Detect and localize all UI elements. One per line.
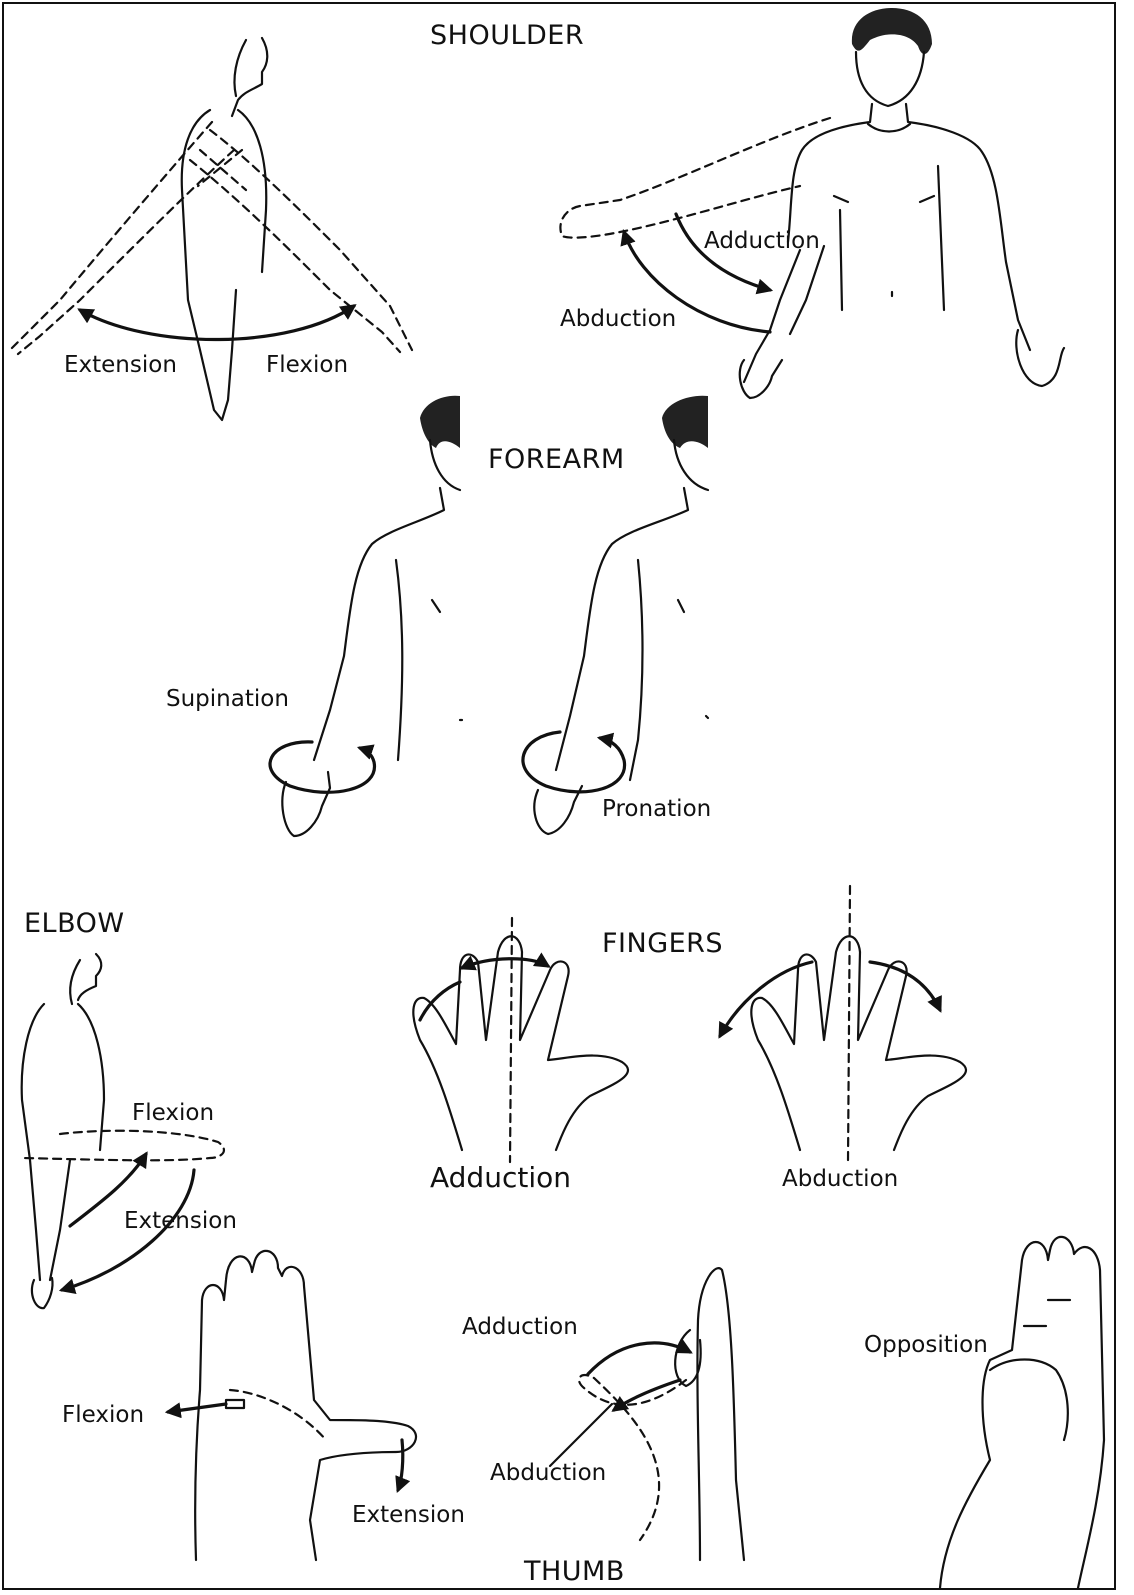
label-forearm-supination: Supination xyxy=(166,688,289,711)
label-thumb-abduction: Abduction xyxy=(490,1462,606,1485)
label-shoulder-extension: Extension xyxy=(64,354,177,377)
label-fingers-abduction: Abduction xyxy=(782,1168,898,1191)
section-title-shoulder: SHOULDER xyxy=(430,22,584,49)
thumb-adduction-hand xyxy=(550,1268,744,1560)
section-title-fingers: FINGERS xyxy=(602,930,723,957)
section-title-elbow: ELBOW xyxy=(24,910,125,937)
label-thumb-extension: Extension xyxy=(352,1504,465,1527)
label-elbow-extension: Extension xyxy=(124,1210,237,1233)
label-forearm-pronation: Pronation xyxy=(602,798,711,821)
fingers-abduction-hand xyxy=(720,886,966,1162)
section-title-thumb: THUMB xyxy=(524,1558,625,1585)
elbow-figure xyxy=(22,954,224,1308)
label-fingers-adduction: Adduction xyxy=(430,1164,571,1192)
label-shoulder-flexion: Flexion xyxy=(266,354,348,377)
shoulder-abduction-figure xyxy=(560,8,1064,398)
fingers-adduction-hand xyxy=(413,918,628,1162)
label-thumb-flexion: Flexion xyxy=(62,1404,144,1427)
label-elbow-flexion: Flexion xyxy=(132,1102,214,1125)
label-thumb-adduction: Adduction xyxy=(462,1316,578,1339)
thumb-opposition-hand xyxy=(940,1237,1104,1588)
forearm-supination-figure xyxy=(270,396,462,836)
label-thumb-opposition: Opposition xyxy=(864,1334,988,1357)
label-shoulder-adduction: Adduction xyxy=(704,230,820,253)
section-title-forearm: FOREARM xyxy=(488,446,625,473)
label-shoulder-abduction: Abduction xyxy=(560,308,676,331)
